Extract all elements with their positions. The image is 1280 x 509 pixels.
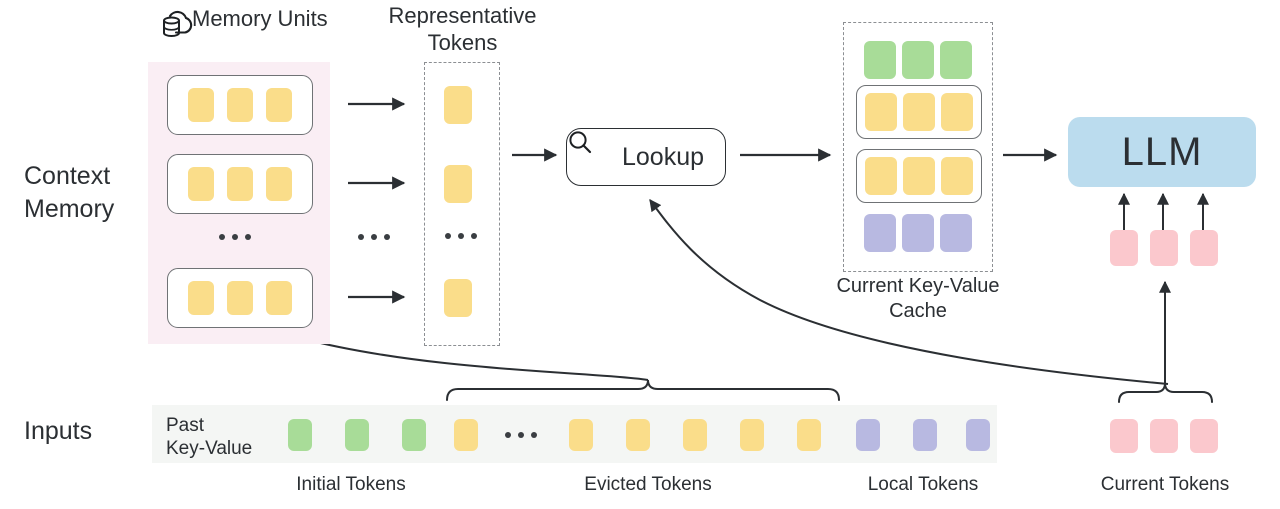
memory-unit-tokens: [168, 76, 312, 134]
token-yellow: [227, 88, 253, 122]
token-yellow: [444, 165, 472, 203]
token-yellow: [444, 279, 472, 317]
token-pink-llm-input: [1150, 230, 1178, 266]
current-token-pink: [1150, 419, 1178, 453]
memory-units-ellipsis: [219, 234, 251, 240]
input-token-green: [402, 419, 426, 451]
kv-row-local: [864, 213, 972, 253]
input-token-green: [288, 419, 312, 451]
representative-tokens-box: [424, 62, 500, 346]
search-icon: [569, 131, 614, 170]
token-green: [864, 41, 896, 79]
input-token-yellow: [683, 419, 707, 451]
token-yellow: [227, 281, 253, 315]
llm-block[interactable]: LLM: [1068, 117, 1256, 187]
input-token-yellow: [797, 419, 821, 451]
caption-initial-tokens: Initial Tokens: [296, 474, 406, 495]
caption-evicted-tokens: Evicted Tokens: [584, 474, 712, 495]
caption-current-tokens: Current Tokens: [1100, 474, 1230, 495]
token-yellow: [188, 167, 214, 201]
token-purple: [864, 214, 896, 252]
kv-unit-tokens: [865, 156, 973, 196]
token-yellow: [266, 167, 292, 201]
input-token-yellow: [454, 419, 478, 451]
input-token-purple: [856, 419, 880, 451]
current-token-pink: [1190, 419, 1218, 453]
token-pink-llm-input: [1110, 230, 1138, 266]
kv-row-initial: [864, 40, 972, 80]
caption-local-tokens: Local Tokens: [867, 474, 979, 495]
current-token-pink: [1110, 419, 1138, 453]
input-token-yellow: [626, 419, 650, 451]
token-yellow: [903, 157, 935, 195]
brace-current-tokens: [1118, 382, 1213, 403]
token-purple: [902, 214, 934, 252]
token-yellow: [188, 281, 214, 315]
input-token-yellow: [569, 419, 593, 451]
memory-unit[interactable]: [167, 75, 313, 135]
token-yellow: [865, 157, 897, 195]
input-token-green: [345, 419, 369, 451]
token-yellow: [865, 93, 897, 131]
lookup-button[interactable]: Lookup: [566, 128, 726, 186]
token-green: [940, 41, 972, 79]
kv-memory-unit[interactable]: [856, 85, 982, 139]
lookup-label: Lookup: [621, 142, 705, 171]
memory-unit[interactable]: [167, 154, 313, 214]
arrow-evicted-to-memory: [260, 330, 649, 381]
llm-label: LLM: [1121, 129, 1203, 174]
token-yellow: [941, 157, 973, 195]
token-yellow: [188, 88, 214, 122]
kv-memory-unit[interactable]: [856, 149, 982, 203]
cloud-database-icon: [158, 6, 200, 48]
input-token-yellow: [740, 419, 764, 451]
representative-tokens-ellipsis: [445, 233, 477, 239]
current-kv-cache-box: [843, 22, 993, 272]
memory-unit-tokens: [168, 155, 312, 213]
memory-unit-tokens: [168, 269, 312, 327]
token-yellow: [266, 281, 292, 315]
token-purple: [940, 214, 972, 252]
arrow-current-to-lookup: [649, 199, 1169, 385]
input-sequence-ellipsis: [505, 432, 537, 438]
token-yellow: [444, 86, 472, 124]
token-pink-llm-input: [1190, 230, 1218, 266]
token-yellow: [266, 88, 292, 122]
input-token-purple: [966, 419, 990, 451]
token-yellow: [941, 93, 973, 131]
arrow-column-ellipsis: [358, 234, 390, 240]
token-green: [902, 41, 934, 79]
brace-evicted-tokens: [446, 379, 840, 401]
inputs-label: Inputs: [24, 417, 93, 445]
input-token-purple: [913, 419, 937, 451]
token-yellow: [227, 167, 253, 201]
token-yellow: [903, 93, 935, 131]
memory-unit[interactable]: [167, 268, 313, 328]
memory-units-title: Memory Units: [192, 6, 328, 31]
kv-unit-tokens: [865, 92, 973, 132]
